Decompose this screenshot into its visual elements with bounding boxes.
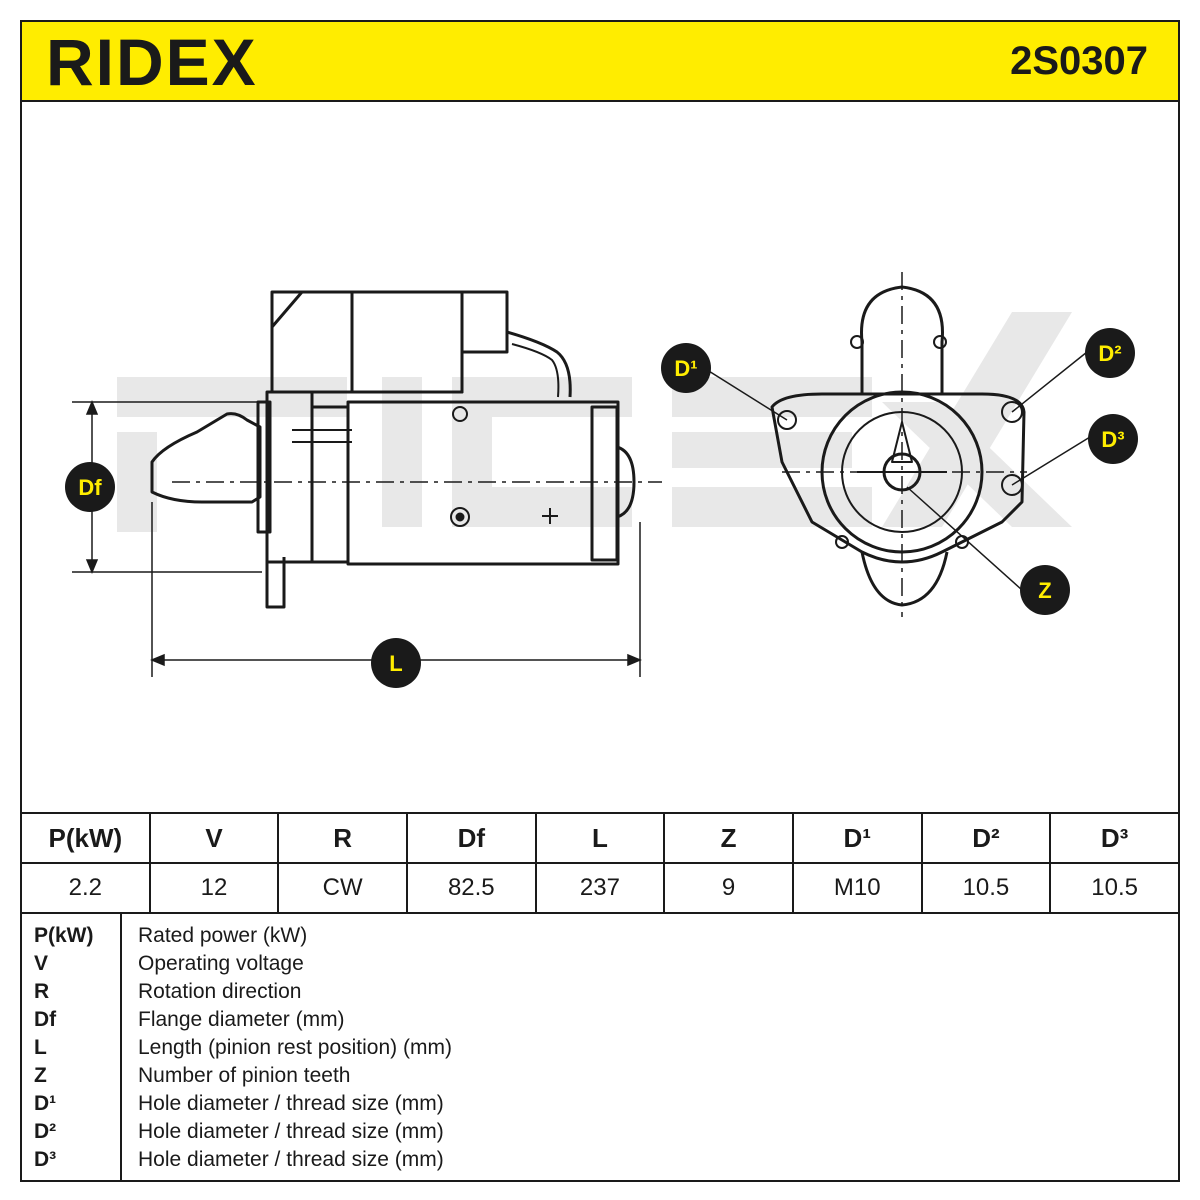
legend-box: P(kW) Rated power (kW) V Operating volta… (20, 912, 1180, 1182)
legend-description: Hole diameter / thread size (mm) (138, 1092, 444, 1115)
header-bar: RIDEX 2S0307 (20, 20, 1180, 102)
specs-header-cell: D³ (1049, 812, 1180, 864)
legend-symbol: L (34, 1036, 47, 1059)
specs-value-cell: 10.5 (920, 862, 1052, 914)
specs-header-cell: L (534, 812, 666, 864)
callout-d3: D³ (1088, 414, 1138, 464)
specs-header-row: P(kW) V R Df L Z D¹ D² D³ (20, 812, 1180, 864)
specs-value-cell: M10 (791, 862, 923, 914)
specs-header-cell: V (148, 812, 280, 864)
specs-value-cell: 10.5 (1049, 862, 1180, 914)
legend-description: Number of pinion teeth (138, 1064, 351, 1087)
legend-symbol: Df (34, 1008, 57, 1031)
callout-l: L (371, 638, 421, 688)
specs-header-cell: P(kW) (20, 812, 151, 864)
callout-df-label: Df (78, 475, 102, 500)
specs-value-cell: 12 (148, 862, 280, 914)
legend-description: Length (pinion rest position) (mm) (138, 1036, 452, 1059)
legend-symbol: D¹ (34, 1092, 57, 1115)
callout-d1: D¹ (661, 343, 711, 393)
specs-value-cell: 9 (663, 862, 794, 914)
specs-header-cell: R (277, 812, 408, 864)
brand-logo: RIDEX (46, 25, 258, 99)
legend-symbol: P(kW) (34, 924, 94, 947)
callout-z: Z (1020, 565, 1070, 615)
front-view (770, 272, 1027, 617)
side-view (150, 290, 662, 609)
specs-value-row: 2.2 12 CW 82.5 237 9 M10 10.5 10.5 (20, 862, 1180, 914)
callout-d2-label: D² (1098, 341, 1121, 366)
specs-value-cell: 2.2 (20, 862, 151, 914)
legend-symbol: Z (34, 1064, 47, 1087)
legend-divider (120, 912, 122, 1180)
watermark-logo (117, 312, 1072, 532)
callout-d2: D² (1085, 328, 1135, 378)
callout-d3-label: D³ (1101, 427, 1124, 452)
legend-description: Rated power (kW) (138, 924, 308, 947)
specs-header-cell: Z (663, 812, 794, 864)
legend-symbol: V (34, 952, 49, 975)
technical-drawing: Df L D¹ D² D³ Z (22, 102, 1178, 812)
drawing-svg: Df L D¹ D² D³ Z (65, 272, 1138, 688)
callout-d1-label: D¹ (674, 356, 697, 381)
legend-description: Operating voltage (138, 952, 304, 975)
specs-value-cell: CW (277, 862, 408, 914)
specs-table: P(kW) V R Df L Z D¹ D² D³ 2.2 12 CW 82.5… (20, 812, 1180, 914)
specs-header-cell: D² (920, 812, 1052, 864)
dimension-lines (72, 400, 642, 677)
legend-description: Hole diameter / thread size (mm) (138, 1120, 444, 1143)
callout-z-label: Z (1038, 578, 1051, 603)
callout-df: Df (65, 462, 115, 512)
part-number: 2S0307 (1010, 39, 1148, 83)
legend-symbol: D² (34, 1120, 57, 1143)
leader-lines (703, 351, 1091, 591)
specs-value-cell: 237 (534, 862, 666, 914)
specs-header-cell: D¹ (791, 812, 923, 864)
specs-value-cell: 82.5 (405, 862, 537, 914)
specs-header-cell: Df (405, 812, 537, 864)
legend-symbol: R (34, 980, 50, 1003)
legend-description: Hole diameter / thread size (mm) (138, 1148, 444, 1171)
legend-symbol: D³ (34, 1148, 57, 1171)
legend-description: Rotation direction (138, 980, 302, 1003)
callout-l-label: L (389, 651, 402, 676)
legend-description: Flange diameter (mm) (138, 1008, 345, 1031)
